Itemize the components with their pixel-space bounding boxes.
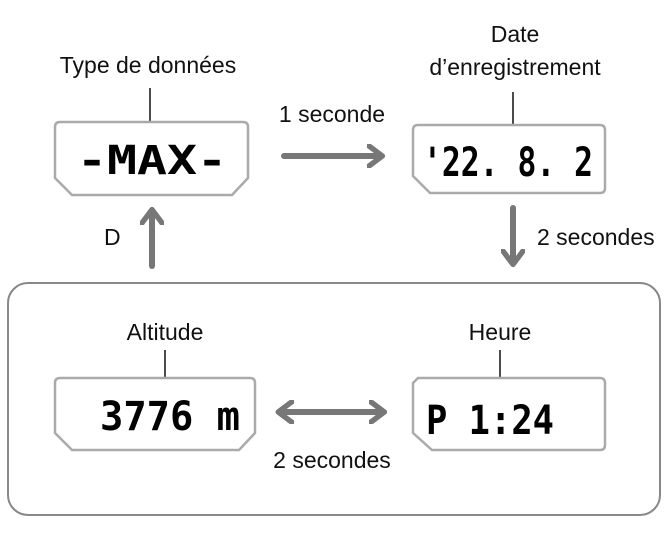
time-display (411, 376, 607, 452)
time-label: Heure (469, 319, 532, 345)
time-value: P 1:24 (426, 398, 554, 444)
data-type-display (53, 120, 250, 197)
two-seconds-between-label: 2 secondes (273, 447, 391, 473)
data-type-value: -MAX- (77, 138, 227, 184)
two-seconds-down-label: 2 secondes (537, 224, 655, 250)
record-date-value: '22. 8. 2 (423, 140, 593, 186)
button-d-label: D (104, 224, 121, 250)
altitude-value: 3776 m (100, 394, 240, 440)
loop-frame (7, 282, 661, 516)
record-date-display (411, 123, 607, 195)
one-second-label: 1 seconde (279, 101, 385, 127)
altitude-display (53, 376, 257, 452)
data-type-label: Type de données (60, 52, 236, 78)
record-date-label-2: d’enregistrement (429, 54, 601, 80)
altitude-label: Altitude (127, 319, 204, 345)
record-date-label-1: Date (491, 21, 540, 47)
